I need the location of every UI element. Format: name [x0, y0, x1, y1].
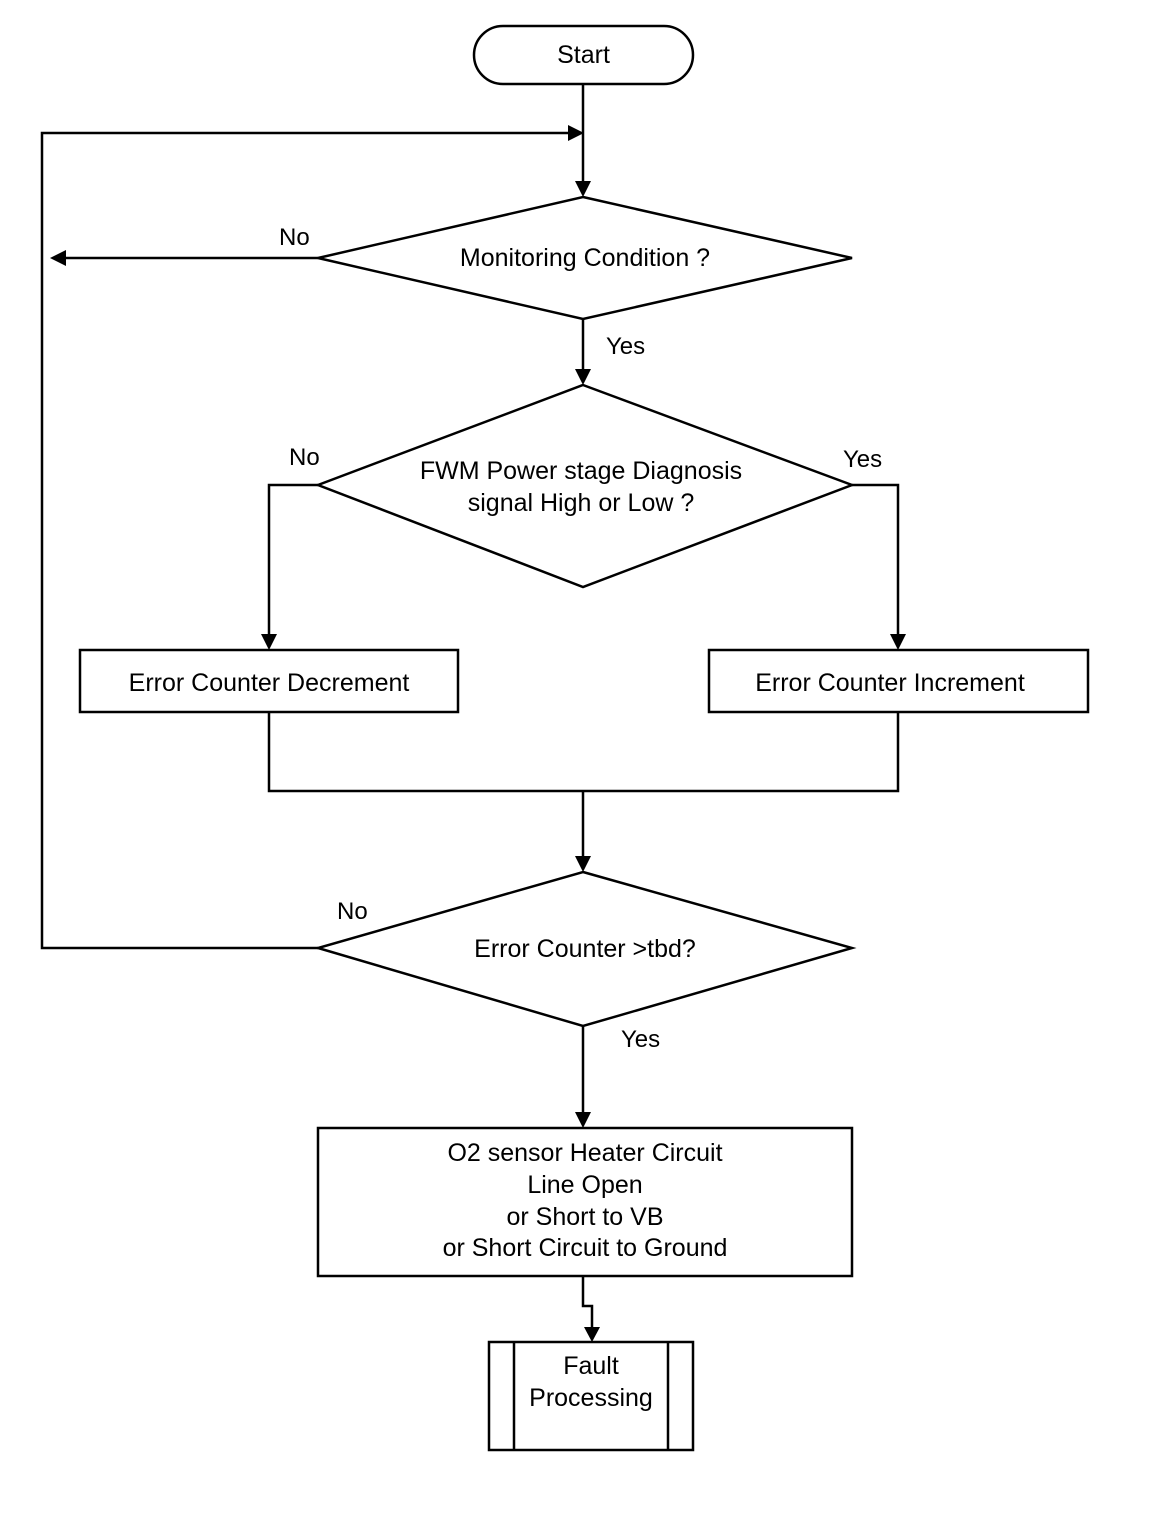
- fault-process-shape: [316, 1126, 854, 1278]
- arrowhead-diagnosis-in: [575, 369, 591, 385]
- connector-diagnosis-yes: [852, 483, 900, 635]
- monitoring-no-label: No: [279, 224, 310, 251]
- diagnosis-label-line2: signal High or Low ?: [467, 489, 695, 517]
- monitoring-yes-label: Yes: [606, 333, 646, 360]
- threshold-no-label: No: [337, 898, 368, 925]
- processing-label-line1: Fault: [563, 1352, 619, 1380]
- connector-merge: [267, 712, 900, 793]
- arrowhead-loop-join: [568, 125, 584, 141]
- arrowhead-monitoring-no: [50, 250, 66, 266]
- diagnosis-label-line1: FWM Power stage Diagnosis: [419, 457, 743, 485]
- fault-label-line2: Line Open: [527, 1171, 643, 1199]
- connector-diagnosis-no: [267, 483, 318, 635]
- arrowhead-processing-in: [584, 1327, 600, 1342]
- arrowhead-fault-in: [575, 1112, 591, 1128]
- arrowhead-threshold-in: [575, 856, 591, 872]
- decrement-process-shape: [78, 648, 460, 714]
- processing-predefined-shape: [487, 1340, 695, 1452]
- fault-label-line3: or Short to VB: [506, 1203, 664, 1231]
- increment-process-shape: [707, 648, 1090, 714]
- monitoring-condition-label: Monitoring Condition ?: [459, 244, 711, 272]
- diagnosis-yes-label: Yes: [843, 446, 883, 473]
- diagnosis-no-label: No: [289, 444, 320, 471]
- arrowhead-decrement-in: [261, 634, 277, 650]
- increment-label: Error Counter Increment: [755, 669, 1025, 697]
- arrowhead-increment-in: [890, 634, 906, 650]
- diagnosis-decision-shape: [314, 383, 856, 589]
- fault-label-line4: or Short Circuit to Ground: [442, 1234, 728, 1262]
- connector-loop-back: [40, 131, 570, 950]
- arrowhead-monitoring-in: [575, 181, 591, 197]
- decrement-label: Error Counter Decrement: [128, 669, 410, 697]
- threshold-yes-label: Yes: [621, 1026, 661, 1053]
- connector-fault-to-processing: [581, 1276, 594, 1328]
- fault-label-line1: O2 sensor Heater Circuit: [447, 1139, 723, 1167]
- threshold-label: Error Counter >tbd?: [474, 935, 696, 963]
- start-label: Start: [557, 41, 610, 69]
- processing-label-line2: Processing: [529, 1384, 653, 1412]
